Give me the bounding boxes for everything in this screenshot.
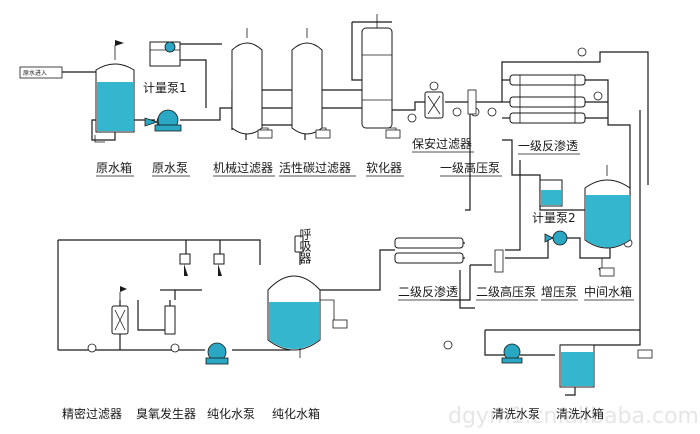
label-metering-pump-1: 计量泵1 [143, 81, 187, 95]
high-pressure-pump-1 [467, 89, 477, 115]
drain-outlets [94, 129, 653, 359]
breather [294, 235, 304, 253]
ro-stage-1-membranes [509, 74, 586, 124]
raw-water-inlet-label: 原水进入 [23, 69, 47, 77]
label-cleaning-tank: 清洗水箱 [556, 406, 604, 421]
gauge-icon [87, 343, 97, 353]
gauge-icon [593, 91, 603, 101]
gauge-icon [407, 113, 417, 123]
ozone-generator [164, 305, 176, 335]
label-breather: 呼吸器 [298, 228, 312, 265]
high-pressure-pump-2 [494, 249, 504, 273]
gauge-icon [443, 340, 453, 350]
label-ozone-generator: 臭氧发生器 [136, 406, 196, 421]
label-raw-pump: 原水泵 [152, 161, 188, 175]
label-mid-tank: 中间水箱 [584, 284, 632, 299]
pressure-gauges [87, 47, 633, 353]
softener [361, 14, 393, 129]
label-carbon-filter: 活性碳过滤器 [279, 161, 351, 175]
gauge-icon [452, 107, 462, 117]
label-hp-pump-2: 二级高压泵 [476, 284, 536, 299]
safety-filter [424, 81, 444, 119]
uv-sterilizers [179, 253, 225, 276]
gauge-icon [487, 107, 497, 117]
raw-water-pump [154, 109, 182, 132]
pure-water-tank [267, 275, 348, 358]
watermark-text: dgym1.cn.alibaba.com [448, 404, 699, 429]
label-safety-filter: 保安过滤器 [412, 136, 472, 151]
gauge-icon [577, 47, 587, 57]
cleaning-water-tank [559, 344, 595, 388]
label-hp-pump-1: 一级高压泵 [440, 160, 500, 175]
label-cleaning-pump: 清洗水泵 [492, 407, 540, 421]
raw-water-tank [95, 40, 135, 133]
vent-flag-icon [115, 40, 124, 46]
label-softener: 软化器 [366, 161, 402, 175]
label-raw-tank: 原水箱 [96, 160, 132, 175]
equipment-labels: 计量泵1 原水箱 原水泵 机械过滤器 活性碳过滤器 软化器 保安过滤器 一级高压… [62, 81, 634, 421]
mechanical-filter [231, 28, 263, 135]
activated-carbon-filter [291, 28, 323, 135]
ro-stage-2-membranes [394, 237, 464, 264]
gauge-icon [170, 343, 180, 353]
label-pure-pump: 纯化水泵 [207, 407, 255, 421]
pure-water-pump [205, 342, 229, 365]
label-mechanical-filter: 机械过滤器 [213, 160, 273, 175]
label-ro-2: 二级反渗透 [398, 284, 458, 299]
label-ro-1: 一级反渗透 [518, 138, 578, 153]
label-pure-tank: 纯化水箱 [272, 406, 320, 421]
metering-pump-2 [539, 179, 568, 246]
label-precision-filter: 精密过滤器 [62, 406, 122, 421]
label-booster-pump: 增压泵 [541, 285, 577, 299]
precision-filter [111, 286, 129, 335]
raw-water-inlet: 原水进入 [19, 66, 63, 79]
label-metering-pump-2: 计量泵2 [532, 211, 576, 225]
cleaning-water-pump [501, 343, 523, 364]
